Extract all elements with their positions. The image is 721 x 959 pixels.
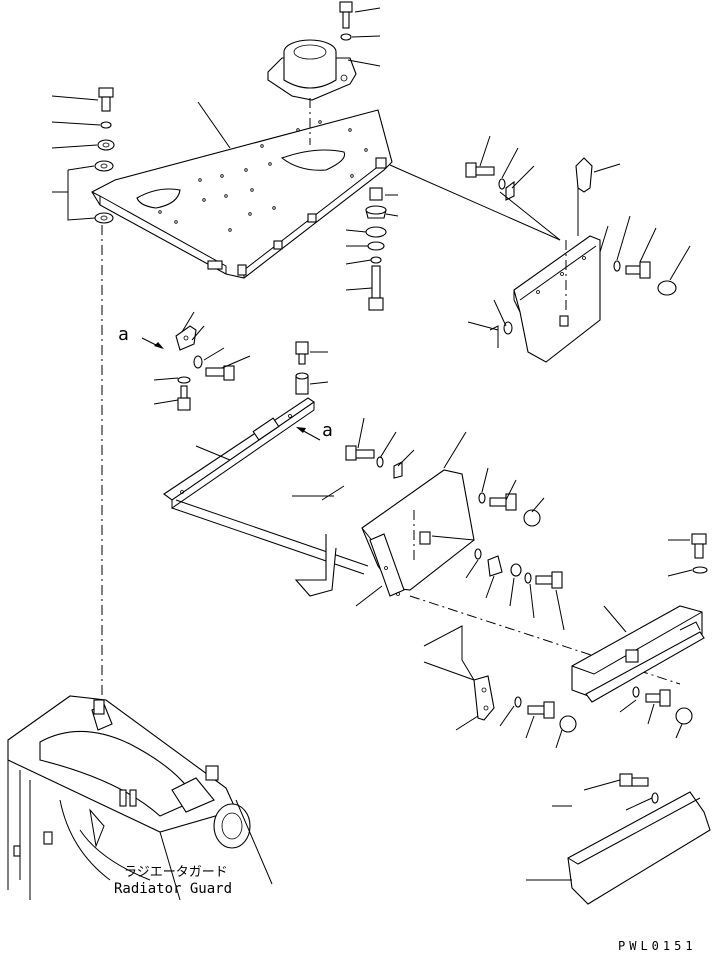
- center-mount-stack: [365, 187, 387, 311]
- radiator-guard-frame: [7, 695, 273, 901]
- small-bracket: [473, 675, 577, 733]
- upper-right-panel: [513, 235, 601, 363]
- clip-part: [175, 325, 235, 411]
- radiator-guard-label-jp: ラジエータガード: [124, 865, 228, 880]
- view-marker-left-label: a: [118, 324, 129, 345]
- lower-right-guard: [567, 791, 711, 905]
- left-bolt-stack: [94, 87, 115, 224]
- top-plate: [91, 109, 393, 279]
- upper-right-bolts: [465, 162, 677, 348]
- right-panel-bolts: [632, 686, 693, 725]
- right-side-panel: [571, 605, 705, 703]
- radiator-guard-label-en: Radiator Guard: [114, 881, 232, 897]
- right-bolt-top: [691, 533, 708, 574]
- long-bar: [163, 397, 315, 509]
- center-panel-bolts: [345, 445, 563, 589]
- spacer-bolt: [295, 341, 309, 395]
- drawing-code: PWL0151: [618, 939, 697, 953]
- view-marker-right-label: a: [322, 420, 333, 441]
- top-mount-bracket: [267, 39, 357, 101]
- support-bracket: [294, 534, 337, 597]
- center-panel: [361, 469, 475, 597]
- lower-right-bolt: [619, 773, 659, 804]
- top-bolt: [339, 1, 353, 41]
